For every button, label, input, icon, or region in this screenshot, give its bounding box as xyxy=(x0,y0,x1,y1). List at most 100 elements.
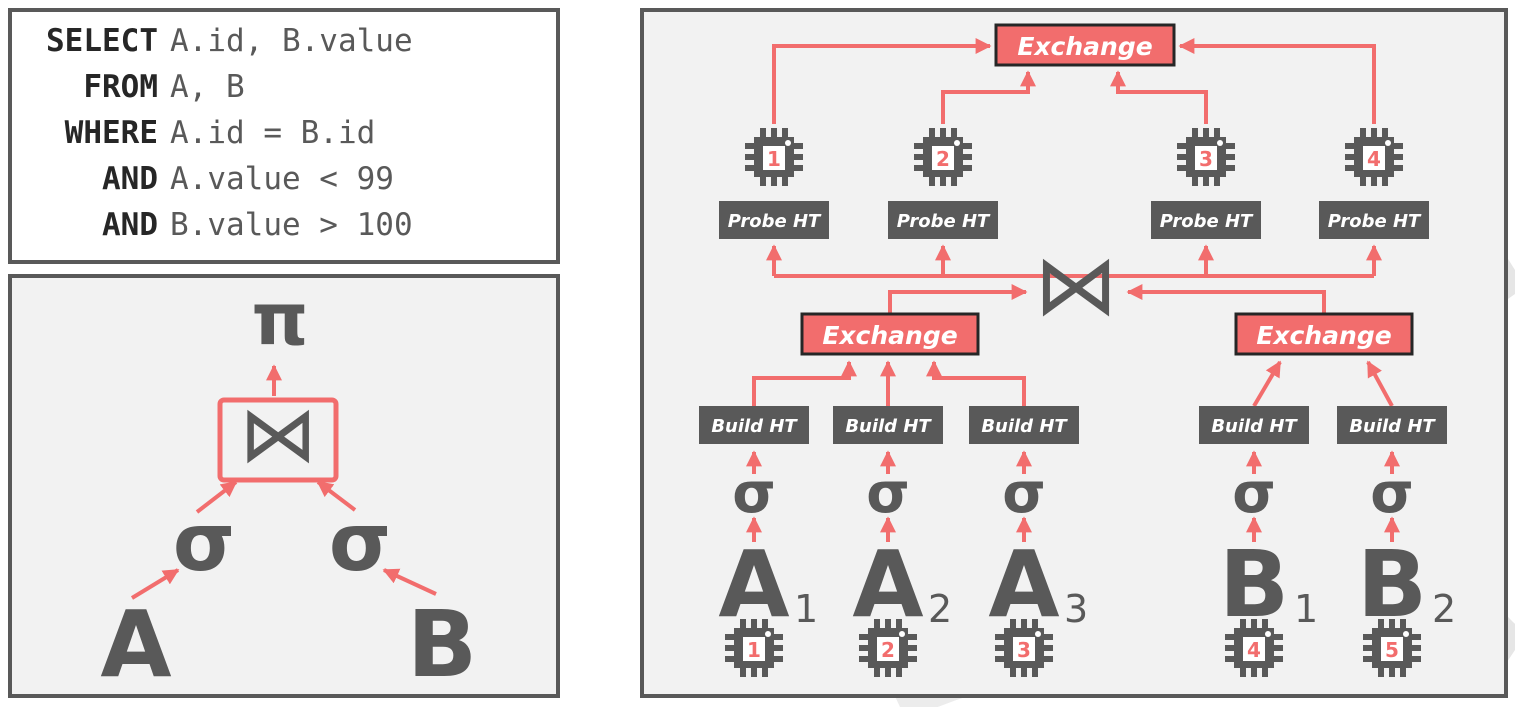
cpu-pin xyxy=(874,668,880,677)
right-exchange-label: Exchange xyxy=(1256,321,1391,350)
cpu-pin xyxy=(745,154,754,160)
probe-ht-box xyxy=(719,201,829,239)
table-a-label: A xyxy=(100,591,171,694)
cpu-pin xyxy=(859,634,868,640)
cpu-pin xyxy=(725,634,734,640)
cpu-pin xyxy=(762,619,768,628)
cpu-label-bg xyxy=(1195,146,1217,170)
cpu-pin xyxy=(1400,668,1406,677)
arrow-core1-to-exchange xyxy=(772,38,992,124)
build-ht-label: Build HT xyxy=(1211,416,1298,437)
select-symbol: σ xyxy=(732,461,776,526)
cpu-pin xyxy=(1192,128,1198,137)
sql-line: FROM A, B xyxy=(26,69,245,105)
cpu-core-number: 1 xyxy=(767,147,781,171)
cpu-core-number: 3 xyxy=(1017,638,1031,662)
arrow-build3-to-left-exchange xyxy=(926,360,1026,406)
cpu-pin xyxy=(1345,143,1354,149)
build-ht-box xyxy=(1199,406,1309,444)
arrow-table-a-to-select xyxy=(130,568,180,600)
cpu-pin xyxy=(1360,128,1366,137)
cpu-dot xyxy=(785,140,791,146)
arrow-core4-to-exchange xyxy=(1178,38,1376,124)
cpu-core-icon: 4 xyxy=(1345,128,1403,186)
probe-ht-box xyxy=(1319,201,1429,239)
cpu-pin xyxy=(951,177,957,186)
cpu-pin xyxy=(725,645,734,651)
cpu-pin xyxy=(1010,668,1016,677)
cpu-pin xyxy=(896,668,902,677)
cpu-core-icon: 2 xyxy=(914,128,972,186)
cpu-dot xyxy=(954,140,960,146)
cpu-label-bg xyxy=(1013,637,1035,661)
right-exchange-box xyxy=(1234,312,1414,356)
cpu-pin xyxy=(1394,154,1403,160)
cpu-pin xyxy=(1262,619,1268,628)
cpu-pin xyxy=(1214,128,1220,137)
cpu-pin xyxy=(995,645,1004,651)
cpu-pin xyxy=(929,177,935,186)
top-exchange-box xyxy=(994,23,1176,67)
parallel-execution-panel: Exchange Probe HT Probe HT Probe HT Prob… xyxy=(640,8,1508,698)
arrow-select-right-to-join xyxy=(316,480,357,512)
cpu-pin xyxy=(1177,165,1186,171)
cpu-pin xyxy=(1192,177,1198,186)
cpu-core-icon: 3 xyxy=(995,619,1053,677)
sql-text: A.id = B.id xyxy=(170,115,376,151)
arrow-build5-to-right-exchange xyxy=(1366,360,1394,407)
left-exchange-box xyxy=(800,312,980,356)
cpu-core-number: 4 xyxy=(1367,147,1381,171)
cpu-pin xyxy=(1226,154,1235,160)
cpu-core-icon: 4 xyxy=(1225,619,1283,677)
cpu-pin xyxy=(995,656,1004,662)
cpu-pin xyxy=(1010,619,1016,628)
cpu-label-bg xyxy=(1363,146,1385,170)
cpu-pin xyxy=(1345,165,1354,171)
cpu-dot xyxy=(1385,140,1391,146)
cpu-pin xyxy=(951,128,957,137)
cpu-core-number: 2 xyxy=(936,147,950,171)
cpu-pin xyxy=(1203,177,1209,186)
sql-text: A.value < 99 xyxy=(170,161,394,197)
cpu-pin xyxy=(963,143,972,149)
cpu-core-number: 1 xyxy=(747,638,761,662)
cpu-core-number: 4 xyxy=(1247,638,1261,662)
cpu-core-icon: 3 xyxy=(1177,128,1235,186)
sql-keyword: FROM xyxy=(83,69,158,105)
cpu-pin xyxy=(1240,619,1246,628)
cpu-pin xyxy=(740,619,746,628)
sql-keyword: AND xyxy=(102,161,158,197)
cpu-pin xyxy=(1412,656,1421,662)
cpu-dot xyxy=(1035,631,1041,637)
cpu-pin xyxy=(794,154,803,160)
sql-text: A, B xyxy=(170,69,245,105)
cpu-pin xyxy=(914,143,923,149)
build-ht-box xyxy=(699,406,809,444)
cpu-pin xyxy=(745,165,754,171)
cpu-pin xyxy=(1214,177,1220,186)
cpu-pin xyxy=(774,656,783,662)
cpu-pin xyxy=(774,645,783,651)
cpu-pin xyxy=(1225,634,1234,640)
cpu-dot xyxy=(765,631,771,637)
cpu-pin xyxy=(1345,154,1354,160)
cpu-pin xyxy=(1044,634,1053,640)
probe-ht-label: Probe HT xyxy=(728,211,822,232)
cpu-pin xyxy=(1412,645,1421,651)
cpu-pin xyxy=(1251,619,1257,628)
arrow-select-left-to-join xyxy=(195,480,238,514)
cpu-pin xyxy=(740,668,746,677)
cpu-pin xyxy=(995,634,1004,640)
cpu-pin xyxy=(751,668,757,677)
cpu-label-bg xyxy=(1243,637,1265,661)
cpu-label-bg xyxy=(932,146,954,170)
cpu-pin xyxy=(1371,128,1377,137)
cpu-pin xyxy=(1032,668,1038,677)
cpu-pin xyxy=(1378,619,1384,628)
cpu-pin xyxy=(794,165,803,171)
top-exchange-label: Exchange xyxy=(1017,32,1152,61)
probe-ht-label: Probe HT xyxy=(1160,211,1254,232)
